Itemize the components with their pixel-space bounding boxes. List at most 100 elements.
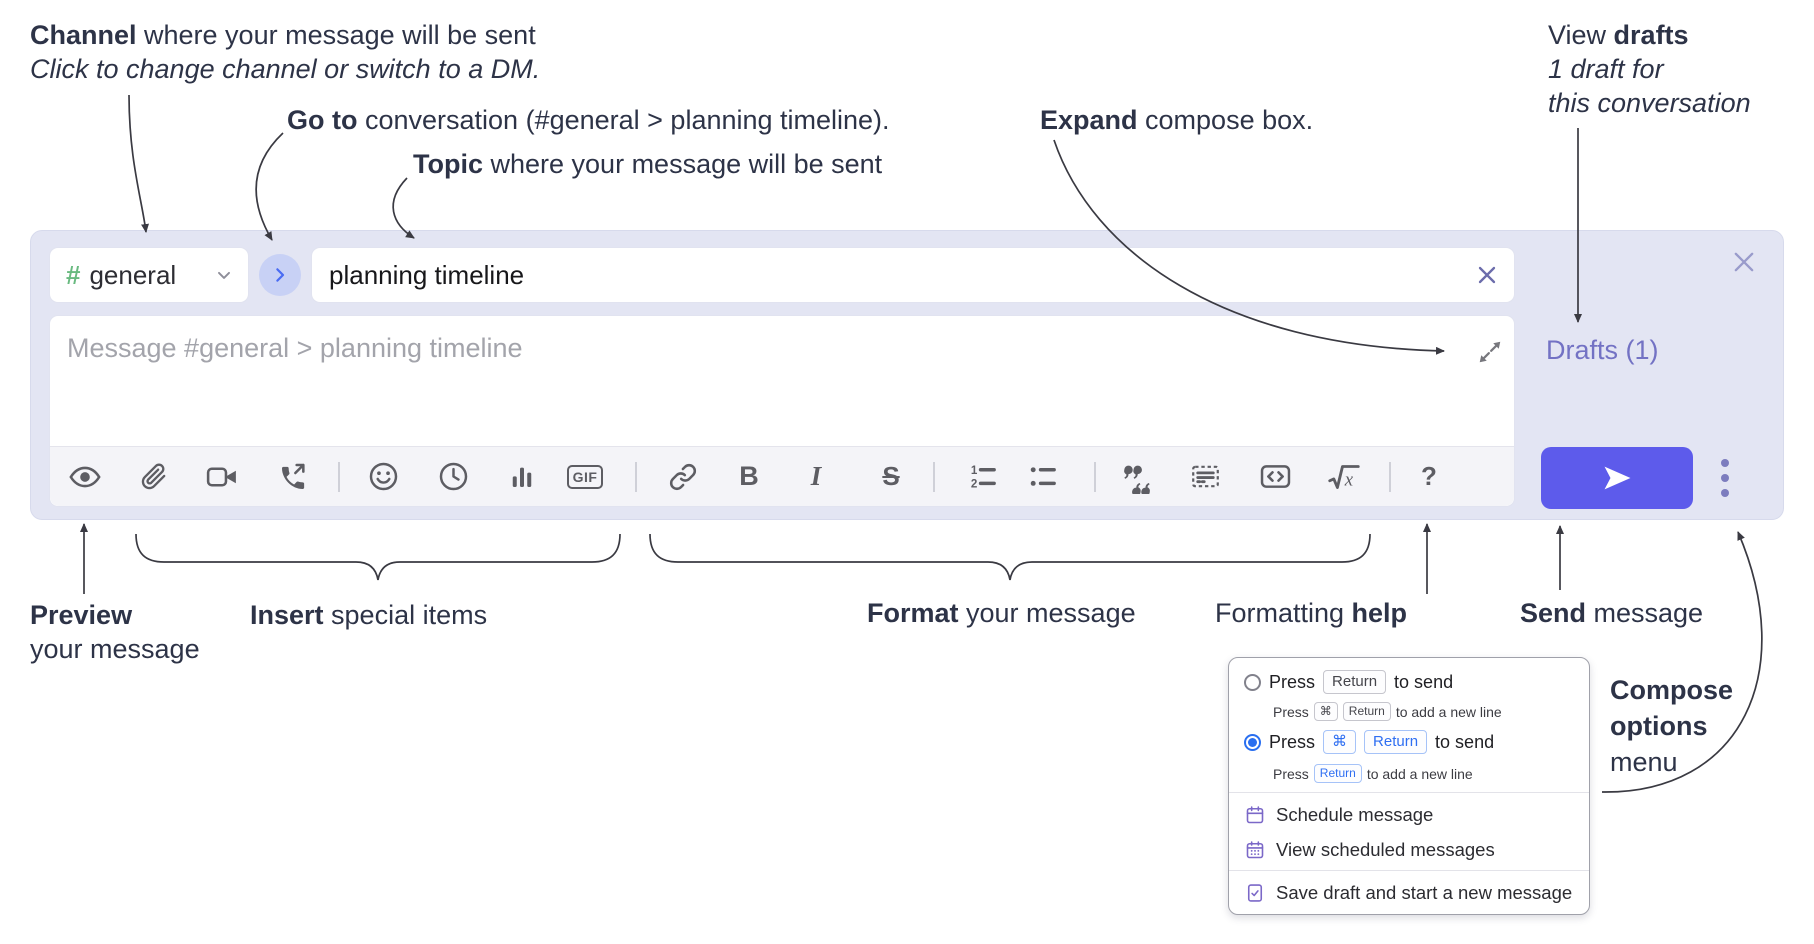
bold-button[interactable]: B	[729, 457, 769, 497]
topic-input[interactable]	[311, 247, 1515, 303]
bold-icon: B	[739, 461, 759, 491]
radio-selected-icon[interactable]	[1244, 733, 1261, 751]
eye-icon	[69, 466, 101, 487]
note-compose-options: Compose options menu	[1610, 675, 1734, 777]
bulleted-list-icon	[1030, 467, 1056, 486]
message-box: GIF B I	[49, 315, 1515, 507]
note-topic: Topic where your message will be sent	[413, 149, 883, 179]
compose-box: # general	[30, 230, 1784, 520]
drafts-link[interactable]: Drafts (1)	[1546, 335, 1659, 365]
close-icon	[1478, 266, 1496, 284]
spoiler-icon	[1191, 465, 1219, 488]
note-goto: Go to conversation (#general > planning …	[287, 105, 890, 135]
channel-selector[interactable]: # general	[49, 247, 249, 303]
chevron-right-icon	[276, 268, 285, 282]
view-scheduled-messages-item[interactable]: View scheduled messages	[1245, 835, 1495, 865]
global-time-button[interactable]	[433, 457, 473, 497]
popup-divider	[1229, 792, 1589, 793]
kbd-return: Return	[1313, 764, 1362, 783]
note-expand: Expand compose box.	[1040, 105, 1314, 135]
brace-insert	[135, 533, 621, 581]
italic-icon: I	[810, 461, 822, 491]
strikethrough-button[interactable]: S	[871, 457, 911, 497]
phone-call-icon	[282, 463, 305, 489]
send-icon	[1604, 466, 1631, 490]
close-icon	[1734, 252, 1754, 272]
send-option-return-sub: Press ⌘ Return to add a new line	[1273, 702, 1502, 721]
toolbar-divider	[635, 462, 637, 492]
voice-call-button[interactable]	[272, 457, 312, 497]
save-draft-item[interactable]: Save draft and start a new message	[1245, 878, 1572, 908]
bar-chart-icon	[512, 467, 532, 487]
kbd-cmd: ⌘	[1313, 702, 1338, 721]
chevron-down-icon	[218, 271, 230, 279]
connector-channel	[128, 94, 149, 233]
topic-clear-button[interactable]	[1473, 261, 1501, 289]
popup-divider	[1229, 870, 1589, 871]
channel-hash-icon: #	[66, 259, 81, 290]
compose-options-popup: Press Return to send Press ⌘ Return to a…	[1228, 657, 1590, 915]
schedule-message-item[interactable]: Schedule message	[1245, 800, 1433, 830]
math-button[interactable]: x	[1324, 457, 1364, 497]
kbd-return: Return	[1364, 730, 1428, 754]
gif-icon: GIF	[566, 464, 604, 489]
quote-button[interactable]	[1117, 457, 1157, 497]
toolbar-divider	[933, 462, 935, 492]
connector-topic	[392, 177, 415, 239]
link-button[interactable]	[663, 457, 703, 497]
italic-button[interactable]: I	[796, 457, 836, 497]
connector-goto	[255, 132, 284, 241]
math-icon: x	[1328, 464, 1360, 490]
calendar-icon	[1246, 806, 1264, 824]
kbd-cmd: ⌘	[1323, 730, 1357, 754]
send-option-cmd-return[interactable]: Press ⌘ Return to send	[1244, 730, 1494, 754]
svg-text:2: 2	[970, 477, 976, 490]
go-to-conversation-button[interactable]	[259, 254, 301, 296]
link-icon	[669, 463, 697, 490]
note-preview: Preview your message	[30, 600, 200, 664]
topic-field-wrap	[311, 247, 1515, 303]
numbered-list-icon: 1 2	[970, 464, 996, 490]
compose-options-menu-button[interactable]	[1711, 451, 1739, 505]
poll-button[interactable]	[502, 457, 542, 497]
radio-unselected-icon[interactable]	[1244, 673, 1261, 691]
expand-compose-button[interactable]	[1476, 338, 1504, 366]
preview-button[interactable]	[65, 457, 105, 497]
close-compose-button[interactable]	[1729, 247, 1759, 277]
message-input[interactable]	[50, 316, 1514, 446]
smiley-icon	[369, 462, 397, 491]
message-formatting-help-button[interactable]: ?	[1409, 457, 1449, 497]
video-camera-icon	[206, 467, 236, 486]
emoji-button[interactable]	[363, 457, 403, 497]
send-button[interactable]	[1541, 447, 1693, 509]
paperclip-icon	[141, 463, 165, 490]
bulleted-list-button[interactable]	[1022, 457, 1062, 497]
numbered-list-button[interactable]: 1 2	[962, 457, 1002, 497]
strikethrough-icon: S	[882, 461, 900, 491]
svg-text:1: 1	[970, 464, 977, 477]
calendar-grid-icon	[1246, 841, 1264, 859]
quote-icon	[1124, 465, 1150, 494]
question-mark-icon: ?	[1421, 461, 1437, 491]
code-icon	[1260, 465, 1290, 488]
note-formatting-help: Formatting help	[1215, 598, 1408, 628]
code-button[interactable]	[1255, 457, 1295, 497]
note-format: Format your message	[867, 598, 1136, 628]
gif-button[interactable]: GIF	[565, 457, 605, 497]
draft-check-icon	[1247, 884, 1263, 902]
note-insert: Insert special items	[250, 600, 488, 630]
brace-format	[649, 533, 1371, 581]
channel-name: general	[89, 259, 177, 290]
toolbar-divider	[1094, 462, 1096, 492]
video-call-button[interactable]	[202, 457, 242, 497]
attach-file-button[interactable]	[133, 457, 173, 497]
note-view-drafts: View drafts 1 draft for this conversatio…	[1548, 20, 1751, 118]
kbd-return: Return	[1323, 670, 1387, 694]
spoiler-button[interactable]	[1185, 457, 1225, 497]
clock-icon	[439, 462, 467, 491]
toolbar-divider	[1389, 462, 1391, 492]
note-send: Send message	[1520, 598, 1704, 628]
note-channel: Channel where your message will be sent …	[30, 20, 541, 84]
send-option-return[interactable]: Press Return to send	[1244, 670, 1453, 694]
expand-icon	[1479, 341, 1501, 363]
